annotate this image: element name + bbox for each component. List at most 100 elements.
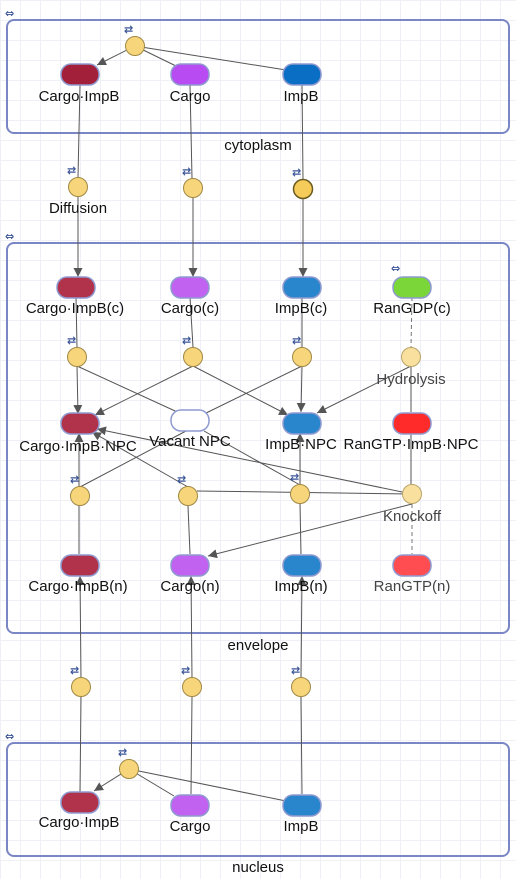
species-nuc-cargo-node[interactable] (170, 794, 210, 817)
reversible-icons: ⇄ ⇄ ⇄ ⇄ ⇔ ⇄ ⇄ ⇄ ⇄ ⇄ ⇄ ⇄ ⇄ ⇄ ⇄ (67, 23, 400, 759)
reversible-icon: ⇄ (182, 334, 191, 347)
edge-rx-to-vacant-npc (76, 365, 187, 417)
species-rangdp-c-node[interactable] (392, 276, 432, 299)
envelope-compartment-icon: ⇔ (5, 230, 14, 243)
species-labels: Cargo·ImpB Cargo ImpB Cargo·ImpB(c) Carg… (19, 88, 478, 835)
edge-cargo-impb-c-to-rx (75, 296, 78, 348)
edge-rx-to-cargo-n-2 (186, 575, 196, 679)
reversible-icon: ⇄ (67, 334, 76, 347)
edge-knockoff-to-cargo-n (207, 503, 413, 559)
reversible-icon: ⇄ (182, 165, 191, 178)
edge-rx-to-nuc-cargo (190, 696, 193, 795)
label-knockoff: Knockoff (383, 508, 442, 525)
species-cargo-node[interactable] (170, 63, 210, 86)
reaction-node[interactable] (70, 486, 90, 506)
edge-cargo-to-transport (189, 84, 193, 179)
label-cargo-impb: Cargo·ImpB (39, 88, 120, 105)
species-cargo-impb-npc-node[interactable] (60, 412, 100, 435)
reversible-icon: ⇄ (291, 664, 300, 677)
reversible-icon: ⇄ (118, 746, 127, 759)
edge-rx-to-nuc-impb (300, 696, 303, 795)
label-cargo: Cargo (170, 88, 211, 105)
reaction-node[interactable] (292, 347, 312, 367)
label-diffusion: Diffusion (49, 200, 107, 217)
species-impb-c-node[interactable] (282, 276, 322, 299)
reaction-diffusion-node[interactable] (68, 177, 88, 197)
label-vacant-npc: Vacant NPC (149, 433, 231, 450)
reversible-icon: ⇄ (292, 334, 301, 347)
reaction-knockoff-node[interactable] (402, 484, 422, 504)
species-rangtp-impb-npc-node[interactable] (392, 412, 432, 435)
species-nuc-cargo-impb-node[interactable] (60, 791, 100, 814)
edge-nuc-binding-impb (128, 768, 287, 802)
edge-vacant-to-rx-right (203, 430, 301, 486)
label-impb: ImpB (283, 88, 318, 105)
species-impb-npc-node[interactable] (282, 412, 322, 435)
reversible-icon: ⇄ (67, 164, 76, 177)
edge-rx-to-cargo-n (187, 505, 191, 555)
cytoplasm-label: cytoplasm (224, 137, 292, 154)
edge-rx-to-impb-npc (192, 365, 289, 416)
reaction-node[interactable] (290, 484, 310, 504)
species-cargo-n-node[interactable] (170, 554, 210, 577)
edge-rx-to-nuc-cargo-impb (79, 696, 82, 793)
label-cargo-n: Cargo(n) (160, 578, 219, 595)
label-nuc-impb: ImpB (283, 818, 318, 835)
reaction-node[interactable] (291, 677, 311, 697)
label-rangdp-c: RanGDP(c) (373, 300, 451, 317)
label-cargo-impb-n: Cargo·ImpB(n) (28, 578, 127, 595)
reaction-node[interactable] (67, 347, 87, 367)
reaction-node[interactable] (125, 36, 145, 56)
compartment-cytoplasm[interactable] (6, 19, 510, 134)
reversible-icon: ⇄ (292, 166, 301, 179)
species-cargo-impb-c-node[interactable] (56, 276, 96, 299)
export-edges (75, 575, 307, 795)
species-cargo-impb-node[interactable] (60, 63, 100, 86)
edge-rx-to-vacant-npc-2 (199, 365, 303, 417)
species-impb-n-node[interactable] (282, 554, 322, 577)
edge-vacant-to-rx-left (79, 430, 187, 488)
label-rangtp-n: RanGTP(n) (374, 578, 451, 595)
species-nuc-impb-node[interactable] (282, 794, 322, 817)
edge-cargo-impb-to-diffusion (77, 84, 81, 178)
edge-rx-to-impb-n (299, 503, 302, 555)
label-cargo-impb-c: Cargo·ImpB(c) (26, 300, 124, 317)
species-vacant-npc-node[interactable] (170, 409, 210, 432)
reaction-node[interactable] (183, 178, 203, 198)
reaction-hydrolysis-node[interactable] (401, 347, 421, 367)
species-cargo-c-node[interactable] (170, 276, 210, 299)
cytoplasm-compartment-icon: ⇔ (5, 7, 14, 20)
reaction-node[interactable] (178, 486, 198, 506)
edge-rx-to-cargo-impb-npc (73, 365, 83, 415)
envelope-edges (73, 296, 413, 559)
reaction-node[interactable] (183, 347, 203, 367)
label-impb-n: ImpB(n) (274, 578, 327, 595)
nucleus-label: nucleus (232, 859, 284, 876)
species-nodes (56, 63, 432, 817)
reversible-icon: ⇄ (70, 473, 79, 486)
edge-rx-to-cargo-impb-n-2 (75, 575, 85, 679)
species-cargo-impb-n-node[interactable] (60, 554, 100, 577)
species-rangtp-n-node[interactable] (392, 554, 432, 577)
compartment-envelope[interactable] (6, 242, 510, 634)
reversible-icon: ⇄ (124, 23, 133, 36)
reaction-node[interactable] (182, 677, 202, 697)
label-rangtp-impb-npc: RanGTP·ImpB·NPC (343, 436, 478, 453)
edge-cargo-c-to-rx (189, 296, 194, 348)
edge-rangdp-c-to-hydrolysis (410, 296, 413, 348)
reversible-icon: ⇄ (290, 471, 299, 484)
reaction-node[interactable] (292, 178, 314, 200)
label-nuc-cargo-impb: Cargo·ImpB (39, 814, 120, 831)
label-impb-npc: ImpB·NPC (265, 436, 337, 453)
reversible-icon: ⇄ (181, 664, 190, 677)
species-impb-node[interactable] (282, 63, 322, 86)
import-edges (73, 197, 308, 277)
reaction-node[interactable] (119, 759, 139, 779)
label-cargo-impb-npc: Cargo·ImpB·NPC (19, 438, 137, 455)
edge-rx-to-impb-n-2 (297, 575, 307, 679)
nucleus-compartment-icon: ⇔ (5, 730, 14, 743)
edge-hydrolysis-to-impb-npc (316, 365, 412, 414)
reaction-node[interactable] (71, 677, 91, 697)
envelope-label: envelope (228, 637, 289, 654)
compartment-nucleus[interactable] (6, 742, 510, 857)
